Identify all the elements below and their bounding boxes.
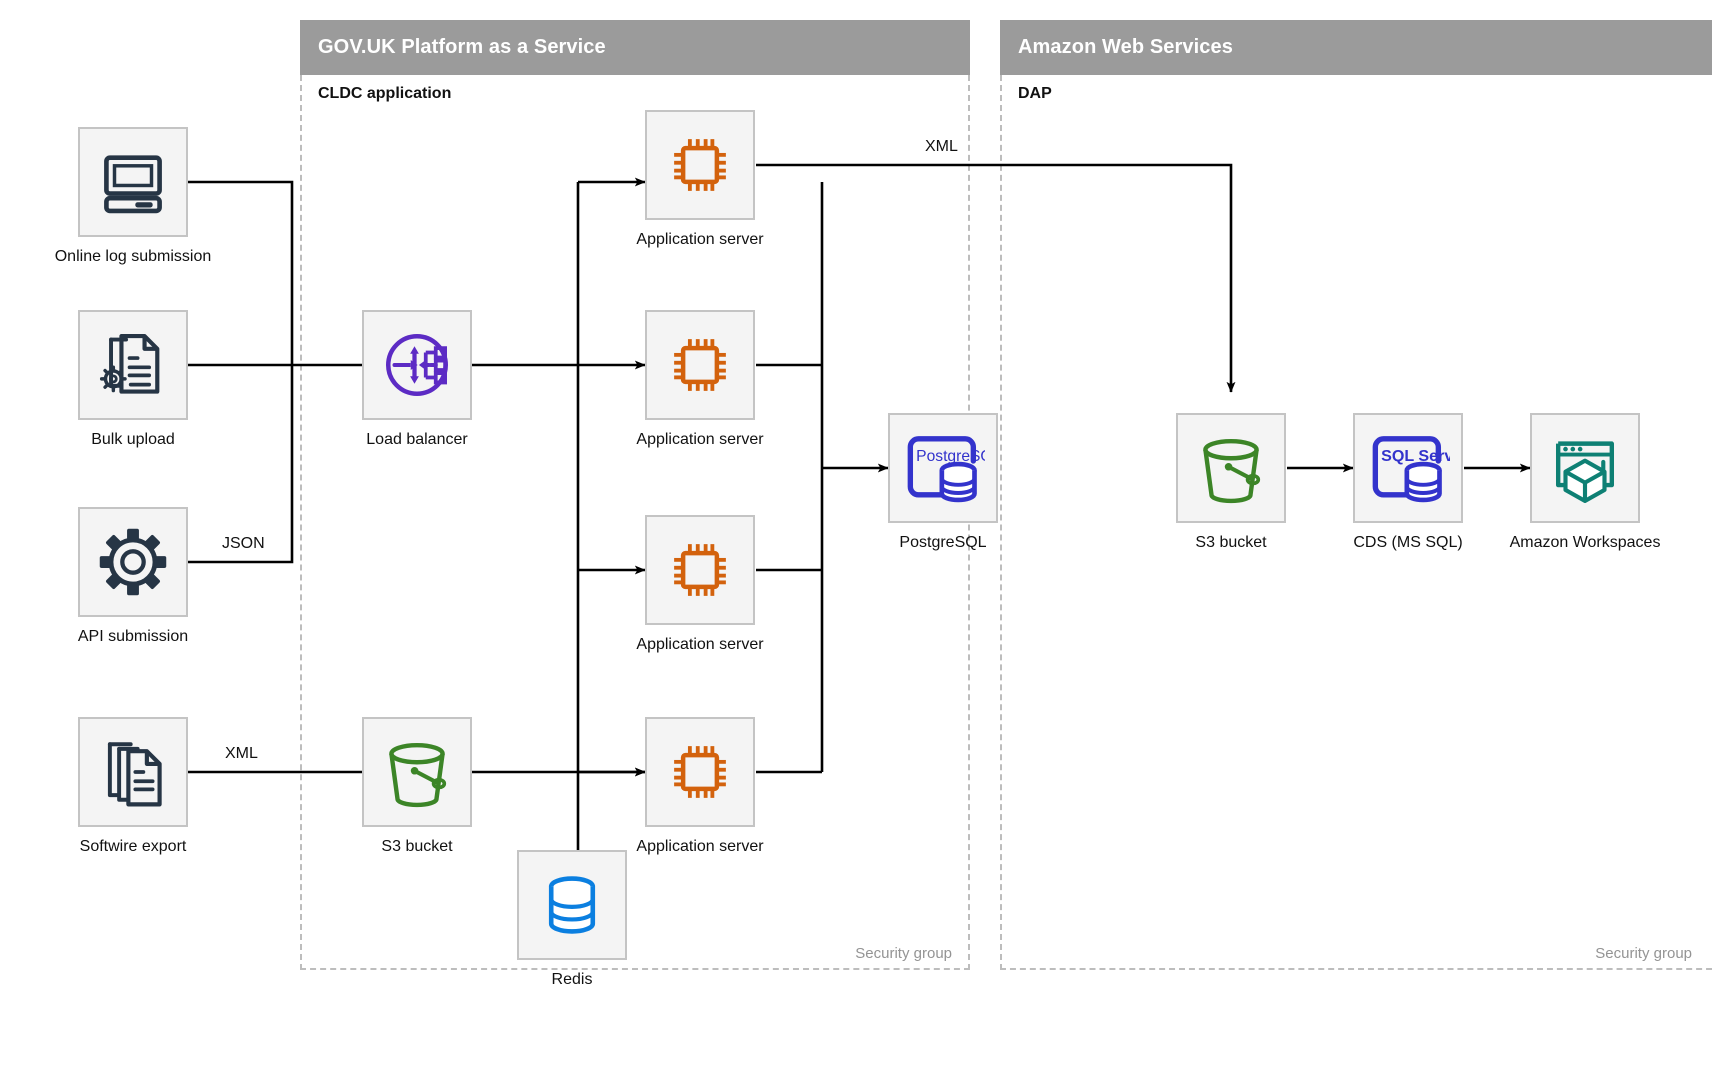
cpu-chip-icon bbox=[674, 339, 726, 391]
edge-label-json: JSON bbox=[222, 535, 265, 552]
edge-label-xml-softwire: XML bbox=[225, 745, 258, 762]
node-label: Softwire export bbox=[79, 838, 187, 855]
node-icon-box: SQL Server bbox=[1353, 413, 1463, 523]
database-cylinder bbox=[1404, 461, 1442, 503]
postgresql-badge-text: PostgreSQL bbox=[916, 448, 985, 465]
s3-bucket-icon bbox=[389, 742, 447, 808]
node-bulk-upload[interactable]: Bulk upload bbox=[78, 310, 228, 449]
node-icon-box bbox=[645, 717, 755, 827]
node-icon-box bbox=[78, 507, 188, 617]
node-label: Load balancer bbox=[366, 431, 468, 448]
node-label: Amazon Workspaces bbox=[1509, 534, 1661, 551]
node-icon-box bbox=[78, 717, 188, 827]
postgresql-database-icon: PostgreSQL bbox=[907, 436, 985, 503]
gear-icon bbox=[99, 528, 167, 596]
cpu-chip-icon bbox=[674, 139, 726, 191]
zone-footer-paas: Security group bbox=[855, 945, 952, 962]
node-amazon-workspaces[interactable]: Amazon Workspaces bbox=[1510, 413, 1680, 552]
document-stack-icon bbox=[107, 742, 162, 807]
node-label: PostgreSQL bbox=[899, 534, 987, 551]
node-icon-box bbox=[645, 310, 755, 420]
s3-bucket-icon bbox=[1203, 438, 1261, 504]
node-icon-box bbox=[78, 127, 188, 237]
node-icon-box bbox=[1176, 413, 1286, 523]
node-icon-box bbox=[517, 850, 627, 960]
cpu-chip-icon bbox=[674, 544, 726, 596]
node-label: Application server bbox=[636, 636, 764, 653]
node-icon-box bbox=[362, 717, 472, 827]
zone-header-paas: GOV.UK Platform as a Service bbox=[300, 20, 970, 75]
load-balancer-icon bbox=[386, 334, 448, 396]
node-icon-box bbox=[78, 310, 188, 420]
edge-label-xml-export: XML bbox=[925, 138, 958, 155]
sql-server-database-icon: SQL Server bbox=[1372, 436, 1450, 503]
node-online-log-submission[interactable]: Online log submission bbox=[55, 127, 228, 266]
cpu-chip-icon bbox=[674, 746, 726, 798]
zone-title-aws: Amazon Web Services bbox=[1018, 36, 1233, 58]
node-label: S3 bucket bbox=[1195, 534, 1267, 551]
node-label: Application server bbox=[636, 431, 764, 448]
node-label: S3 bucket bbox=[381, 838, 453, 855]
node-cds-ms-sql[interactable]: SQL Server CDS (MS SQL) bbox=[1353, 413, 1503, 552]
node-label: Online log submission bbox=[54, 248, 212, 265]
node-softwire-export[interactable]: Softwire export bbox=[78, 717, 228, 856]
node-label: API submission bbox=[77, 628, 189, 645]
database-cylinder bbox=[939, 461, 977, 503]
node-redis[interactable]: Redis bbox=[517, 850, 667, 989]
redis-database-icon bbox=[548, 876, 596, 934]
node-s3-bucket-paas[interactable]: S3 bucket bbox=[362, 717, 512, 856]
node-label: Redis bbox=[551, 971, 593, 988]
node-icon-box bbox=[1530, 413, 1640, 523]
node-s3-bucket-aws[interactable]: S3 bucket bbox=[1176, 413, 1326, 552]
zone-title-paas: GOV.UK Platform as a Service bbox=[318, 36, 606, 58]
node-app-server-4[interactable]: Application server bbox=[636, 717, 795, 856]
node-icon-box bbox=[362, 310, 472, 420]
node-icon-box bbox=[645, 110, 755, 220]
node-icon-box bbox=[645, 515, 755, 625]
zone-subtitle-cldc: CLDC application bbox=[318, 85, 452, 102]
node-app-server-2[interactable]: Application server bbox=[636, 310, 795, 449]
node-api-submission[interactable]: API submission bbox=[78, 507, 228, 646]
node-label: Application server bbox=[636, 231, 764, 248]
zone-subtitle-dap: DAP bbox=[1018, 85, 1052, 102]
zone-body-aws bbox=[1000, 75, 1712, 970]
amazon-workspaces-icon bbox=[1555, 441, 1615, 503]
zone-footer-aws: Security group bbox=[1595, 945, 1692, 962]
sql-server-badge-text: SQL Server bbox=[1381, 447, 1450, 465]
node-load-balancer[interactable]: Load balancer bbox=[362, 310, 512, 449]
document-gear-icon bbox=[99, 334, 160, 394]
desktop-computer-icon bbox=[104, 155, 162, 214]
node-label: Bulk upload bbox=[91, 431, 175, 448]
node-icon-box: PostgreSQL bbox=[888, 413, 998, 523]
zone-header-aws: Amazon Web Services bbox=[1000, 20, 1712, 75]
node-label: Application server bbox=[636, 838, 764, 855]
node-label: CDS (MS SQL) bbox=[1353, 534, 1463, 551]
node-app-server-3[interactable]: Application server bbox=[636, 515, 795, 654]
node-postgresql[interactable]: PostgreSQL PostgreSQL bbox=[888, 413, 1038, 552]
node-app-server-1[interactable]: Application server bbox=[636, 110, 795, 249]
